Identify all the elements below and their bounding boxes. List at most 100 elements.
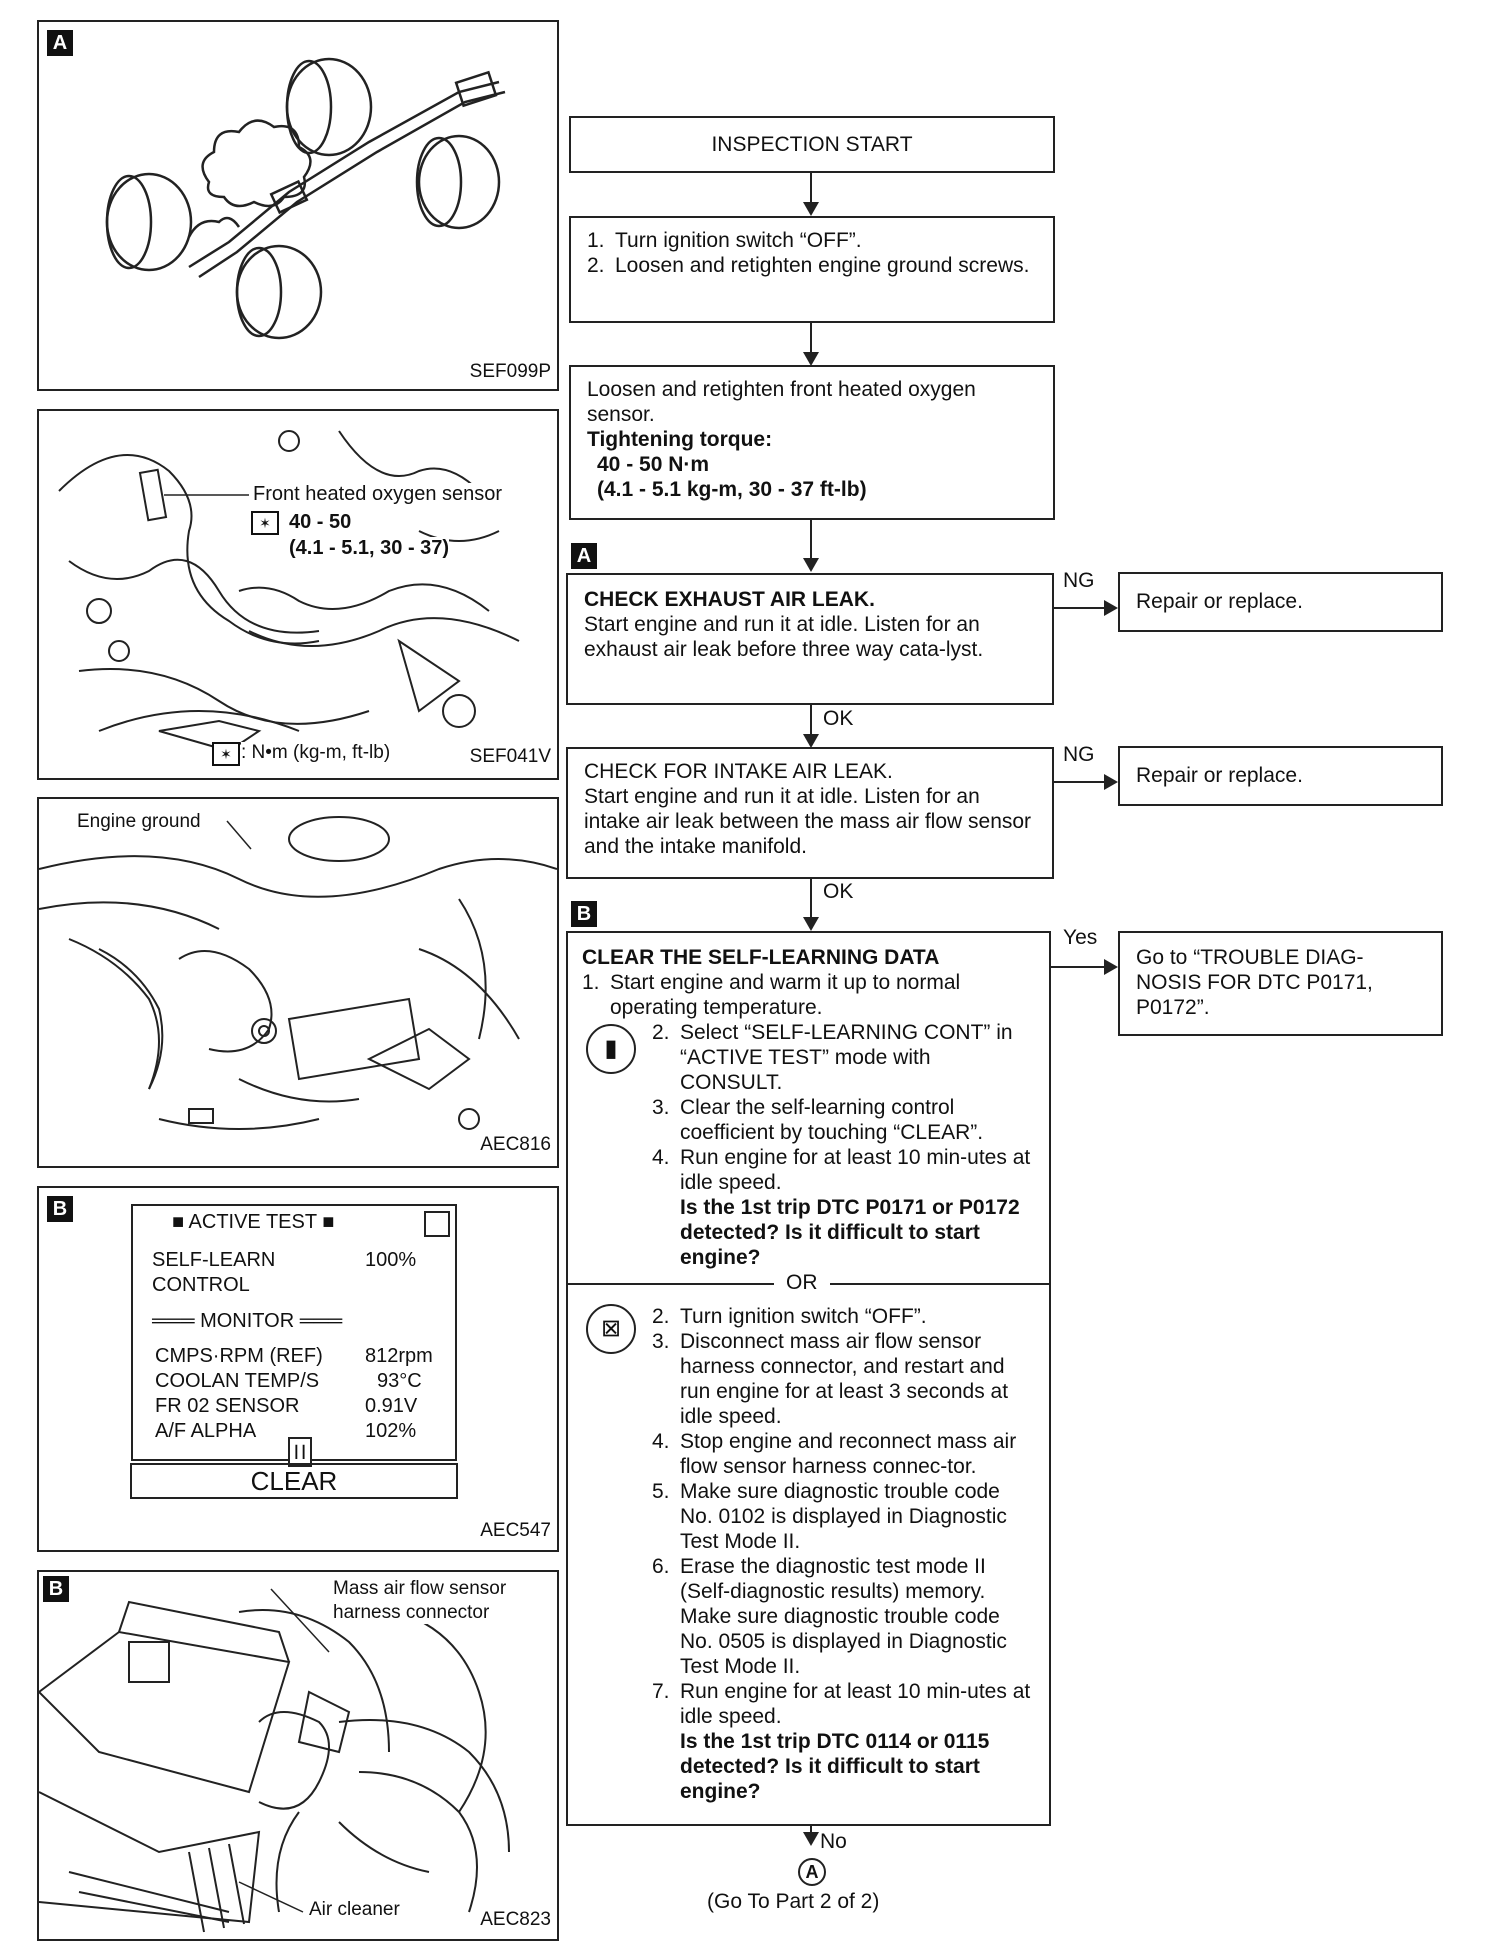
flow-arrow (803, 323, 819, 366)
consult-row-label: FR 02 SENSOR (155, 1395, 300, 1417)
flow-step-ground: 1.Turn ignition switch “OFF”. 2.Loosen a… (569, 216, 1055, 323)
flow-tag-a: A (571, 543, 597, 569)
exhaust-illustration (105, 57, 506, 340)
ng-label: NG (1063, 569, 1095, 592)
flow-arrow (1051, 959, 1118, 975)
consult-step: 3.Clear the self-learning control coeffi… (652, 1096, 984, 1144)
torque-legend: : N•m (kg-m, ft-lb) (241, 742, 391, 764)
ok-label: OK (823, 880, 854, 903)
repair-replace-label: Repair or replace. (1136, 590, 1303, 613)
consult-checkbox (424, 1211, 450, 1237)
consult-row-value: 102% (365, 1420, 417, 1442)
consult-item-line1: SELF-LEARN (152, 1249, 276, 1271)
torque-alt: (4.1 - 5.1 kg-m, 30 - 37 ft-lb) (597, 478, 867, 501)
result-repair-replace: Repair or replace. (1118, 746, 1443, 806)
figure-code-aec547: AEC547 (480, 1520, 551, 1541)
connector-a: A (798, 1858, 826, 1886)
figure-code-aec816: AEC816 (480, 1134, 551, 1156)
consult-step: 2.Select “SELF-LEARNING CONT” in “ACTIVE… (652, 1021, 1013, 1094)
inspection-start-label: INSPECTION START (711, 133, 913, 156)
flow-step-oxygen-sensor: Loosen and retighten front heated oxygen… (569, 365, 1055, 520)
ok-label: OK (823, 707, 854, 730)
result-goto-trouble-diagnosis: Go to “TROUBLE DIAG-NOSIS FOR DTC P0171,… (1118, 931, 1443, 1036)
consult-clear-button[interactable]: CLEAR (130, 1463, 458, 1499)
maf-callout-line2: harness connector (331, 1602, 492, 1624)
flow-tag-b: B (571, 901, 597, 927)
no-label: No (820, 1830, 847, 1853)
clear-step-1: 1.Start engine and warm it up to normal … (582, 971, 961, 1019)
engine-ground-illustration (39, 816, 557, 1130)
flow-clear-self-learning: CLEAR THE SELF-LEARNING DATA 1.Start eng… (566, 931, 1051, 1826)
flow-check-intake: CHECK FOR INTAKE AIR LEAK. Start engine … (566, 747, 1054, 879)
flow-step-item: 1.Turn ignition switch “OFF”. (587, 229, 862, 252)
check-exhaust-text: Start engine and run it at idle. Listen … (584, 613, 984, 661)
goto-trouble-diagnosis-label: Go to “TROUBLE DIAG-NOSIS FOR DTC P0171,… (1136, 946, 1373, 1019)
no-consult-step: 5.Make sure diagnostic trouble code No. … (652, 1480, 1007, 1553)
ground-callout: Engine ground (75, 811, 203, 833)
figure-maf-connector: B Mass air flow sensor harness connector… (37, 1570, 559, 1941)
check-intake-text: Start engine and run it at idle. Listen … (584, 785, 1032, 858)
clear-title: CLEAR THE SELF-LEARNING DATA (582, 946, 940, 969)
or-label: OR (774, 1270, 830, 1295)
figure-tag-b-maf: B (43, 1576, 69, 1602)
torque-nm: 40 - 50 N·m (597, 453, 710, 476)
flow-check-exhaust: CHECK EXHAUST AIR LEAK. Start engine and… (566, 573, 1054, 705)
ng-label: NG (1063, 743, 1095, 766)
no-consult-path: ⊠ 2.Turn ignition switch “OFF”. 3.Discon… (582, 1304, 1035, 1804)
consult-row-value: 0.91V (365, 1395, 418, 1417)
figure-code-sef099p: SEF099P (469, 361, 551, 382)
goto-part-2: (Go To Part 2 of 2) (707, 1890, 880, 1913)
no-consult-step: 7.Run engine for at least 10 min-utes at… (652, 1680, 1031, 1728)
flow-arrow (803, 173, 819, 216)
torque-label: Tightening torque: (587, 428, 773, 451)
figure-tag-b: B (47, 1196, 73, 1222)
no-consult-icon: ⊠ (586, 1304, 636, 1354)
torque-wrench-icon: ✶ (251, 511, 279, 535)
flow-arrow (803, 1826, 819, 1846)
maf-illustration (39, 1588, 510, 1933)
figure-tag-a: A (47, 30, 73, 56)
consult-row-label: CMPS·RPM (REF) (155, 1345, 323, 1367)
figure-engine-ground: Engine ground AEC816 (37, 797, 559, 1168)
consult-monitor-header: ═══ MONITOR ═══ (152, 1310, 343, 1332)
flow-arrow (803, 879, 819, 931)
consult-title: ■ ACTIVE TEST ■ (172, 1211, 335, 1233)
consult-item-value: 100% (365, 1249, 417, 1271)
sensor-torque-main: 40 - 50 (289, 511, 352, 534)
flow-arrow (1054, 774, 1118, 790)
figure-consult-screen: B ■ ACTIVE TEST ■ SELF-LEARN CONTROL 100… (37, 1186, 559, 1552)
flow-arrow (1054, 600, 1118, 616)
figure-oxygen-sensor: Front heated oxygen sensor ✶ 40 - 50 (4.… (37, 409, 559, 780)
result-repair-replace: Repair or replace. (1118, 572, 1443, 632)
oxygen-sensor-illustration (58, 430, 520, 753)
consult-tool-icon: ▮ (586, 1024, 636, 1074)
consult-path: ▮ 2.Select “SELF-LEARNING CONT” in “ACTI… (582, 1020, 1035, 1270)
repair-replace-label: Repair or replace. (1136, 764, 1303, 787)
yes-label: Yes (1063, 926, 1098, 949)
check-exhaust-title: CHECK EXHAUST AIR LEAK. (584, 588, 875, 611)
connector-a-label: A (805, 1862, 819, 1882)
question-p0171: Is the 1st trip DTC P0171 or P0172 detec… (680, 1196, 1020, 1269)
check-intake-title: CHECK FOR INTAKE AIR LEAK. (584, 760, 893, 783)
flow-inspection-start: INSPECTION START (569, 116, 1055, 173)
or-divider: OR (568, 1270, 1049, 1296)
question-dtc-0114: Is the 1st trip DTC 0114 or 0115 detecte… (680, 1730, 990, 1803)
consult-item-line2: CONTROL (152, 1274, 250, 1296)
figure-code-sef041v: SEF041V (469, 746, 551, 768)
maf-callout-line1: Mass air flow sensor (331, 1578, 509, 1600)
no-consult-step: 4.Stop engine and reconnect mass air flo… (652, 1430, 1017, 1478)
no-consult-step: 3.Disconnect mass air flow sensor harnes… (652, 1330, 1009, 1428)
consult-row-value: 812rpm (365, 1345, 433, 1367)
touch-finger-icon: ┃┃ (288, 1437, 312, 1467)
torque-legend-icon: ✶ (212, 742, 240, 766)
flow-arrow (803, 705, 819, 748)
figure-code-aec823: AEC823 (480, 1909, 551, 1931)
consult-row-label: A/F ALPHA (155, 1420, 257, 1442)
flow-step-item: 2.Loosen and retighten engine ground scr… (587, 254, 1030, 277)
flow-arrow (803, 520, 819, 572)
consult-row-label: COOLAN TEMP/S (155, 1370, 320, 1392)
consult-clear-label: CLEAR (250, 1466, 338, 1496)
no-consult-step: 6.Erase the diagnostic test mode II (Sel… (652, 1555, 1007, 1678)
consult-row-value: 93°C (377, 1370, 422, 1392)
sensor-torque-alt: (4.1 - 5.1, 30 - 37) (289, 537, 450, 560)
